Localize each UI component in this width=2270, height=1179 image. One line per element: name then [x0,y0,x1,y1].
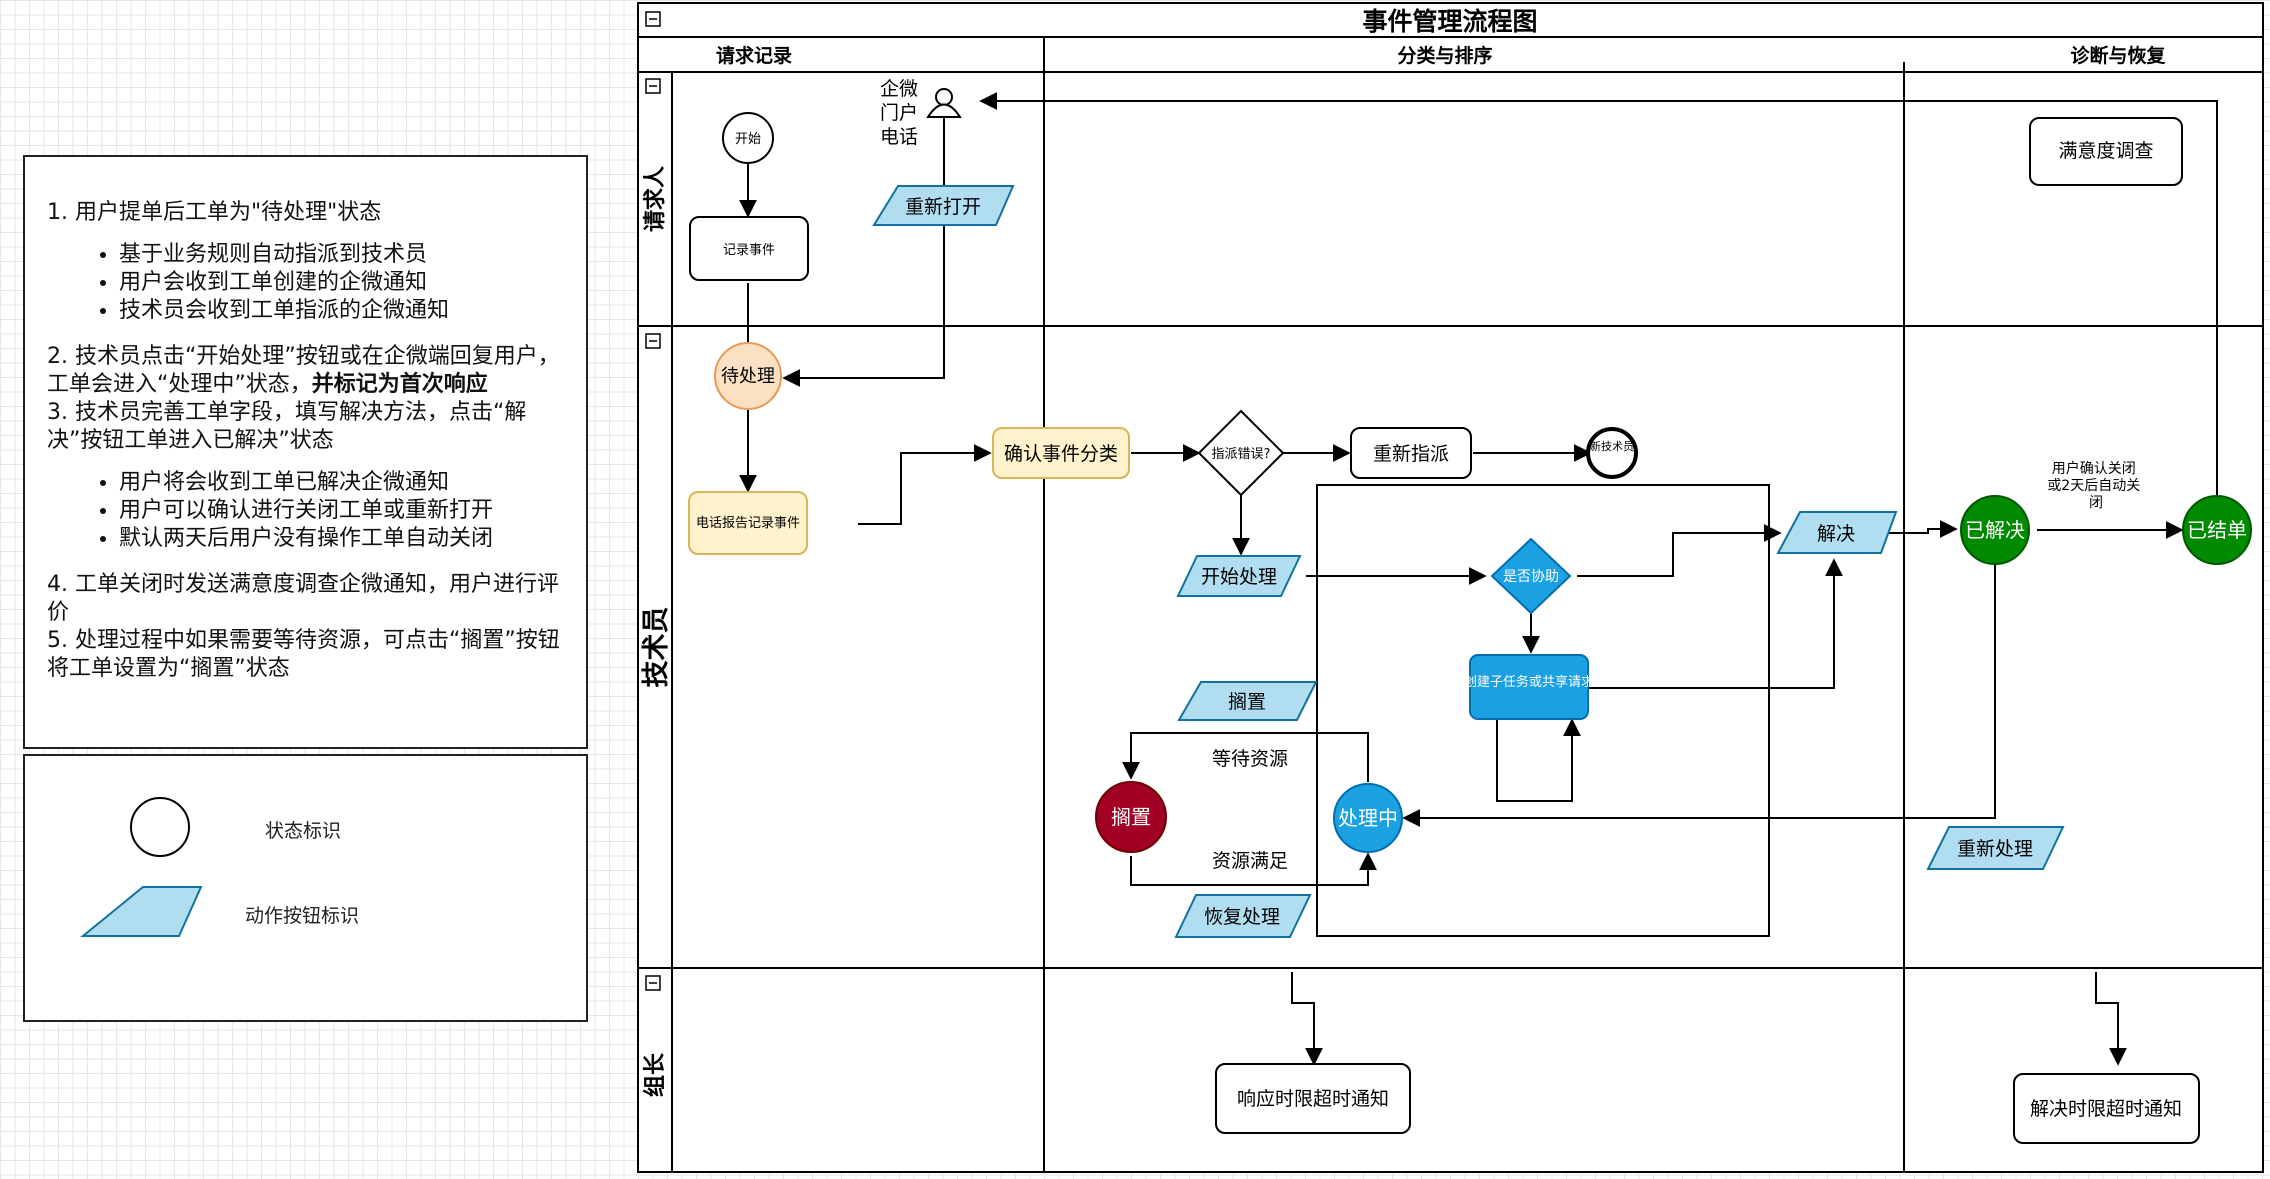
legend-action-symbol [80,886,203,937]
diagram-title: 事件管理流程图 [1362,7,1537,36]
record-event-label: 记录事件 [723,243,775,258]
lane-label: 请求人 [642,166,668,232]
legend-graphics [80,797,203,937]
pending-label: 待处理 [721,366,775,387]
wait-resource-label: 等待资源 [1212,748,1288,770]
phone-report-label: 电话报告记录事件 [696,516,800,531]
response-timeout-label: 响应时限超时通知 [1237,1088,1389,1110]
satisfaction-survey-box [2029,117,2183,186]
note-item-2: 2. 技术员点击“开始处理”按钮或在企微端回复用户，工单会进入“处理中”状态，并… [47,343,566,399]
resolve-timeout-label: 解决时限超时通知 [2030,1098,2182,1120]
reprocess-label: 重新处理 [1957,838,2033,860]
pool-frame [637,2,2264,1173]
response-timeout-box [1215,1063,1411,1134]
reopen-label: 重新打开 [905,196,981,218]
channel-label: 企微 [880,78,918,100]
note-item-3: 3. 技术员完善工单字段，填写解决方法，点击“解决”按钮工单进入已解决”状态 [47,400,527,453]
channel-label: 电话 [880,126,918,148]
in-progress-label: 处理中 [1338,806,1398,830]
assign-error-decision [1197,409,1285,497]
user-confirm-label: 用户确认关闭 或2天后自动关 闭 [2047,460,2144,511]
resume-label: 恢复处理 [1204,906,1280,928]
confirm-category-box [992,427,1130,479]
phase-header: 分类与排序 [1397,44,1492,67]
need-assist-label: 是否协助 [1503,569,1559,585]
pending-state [714,342,782,410]
collapse-icon[interactable] [645,975,661,991]
in-progress-state [1333,783,1403,853]
note-item-4: 4. 工单关闭时发送满意度调查企微通知，用户进行评价 [47,572,559,625]
channel-label: 门户 [880,102,918,124]
phase-header: 诊断与恢复 [2070,44,2166,67]
phase-header: 请求记录 [716,44,792,67]
resource-ready-label: 资源满足 [1212,850,1288,872]
note-bullet: 默认两天后用户没有操作工单自动关闭 [119,525,566,553]
notes-panel: 1. 用户提单后工单为"待处理"状态 基于业务规则自动指派到技术员 用户会收到工… [23,155,588,749]
note-bullet: 用户会收到工单创建的企微通知 [119,269,566,297]
confirm-category-label: 确认事件分类 [1004,443,1118,465]
phone-report-box [688,491,808,555]
user-icon [926,88,962,118]
collapse-icon[interactable] [645,78,661,94]
resolve-button[interactable] [1776,511,1898,554]
processing-region [1316,484,1770,937]
record-event-box [689,216,809,281]
resume-button[interactable] [1174,894,1312,938]
lane-label: 组长 [642,1052,668,1097]
note-bullet: 基于业务规则自动指派到技术员 [119,241,566,269]
need-assist-decision [1490,537,1572,615]
legend-state-label: 状态标识 [265,820,342,842]
note-item-1-bullets: 基于业务规则自动指派到技术员 用户会收到工单创建的企微通知 技术员会收到工单指派… [47,241,566,325]
lane-label: 技术员 [641,607,672,688]
satisfaction-survey-label: 满意度调查 [2058,140,2153,162]
assign-error-label: 指派错误? [1212,447,1271,462]
closed-label: 已结单 [2187,518,2247,542]
suspended-label: 搁置 [1111,805,1151,829]
suspended-state [1095,781,1167,853]
new-tech-label: 新技术员 [1590,439,1634,453]
resolved-label: 已解决 [1965,518,2025,542]
note-bullet: 技术员会收到工单指派的企微通知 [119,297,566,325]
start-processing-button[interactable] [1176,555,1302,597]
suspend-button-label: 搁置 [1228,691,1266,713]
note-item-1: 1. 用户提单后工单为"待处理"状态 [47,200,382,225]
new-tech-state [1586,427,1638,479]
resolve-label: 解决 [1817,523,1855,545]
reassign-box [1350,427,1472,479]
start-processing-label: 开始处理 [1201,566,1277,588]
resolved-state [1960,495,2030,565]
resolve-timeout-box [2013,1073,2200,1144]
note-item-5: 5. 处理过程中如果需要等待资源，可点击“搁置”按钮将工单设置为“搁置”状态 [47,628,560,681]
note-item-2-bold: 并标记为首次响应 [311,372,488,397]
suspend-button[interactable] [1177,681,1318,721]
reassign-label: 重新指派 [1373,443,1449,465]
closed-state [2182,495,2252,565]
legend-panel: 状态标识 动作按钮标识 [23,754,588,1022]
collapse-icon[interactable] [645,333,661,349]
legend-state-symbol [130,797,190,857]
start-event [722,112,774,164]
collapse-icon[interactable] [645,11,661,27]
reprocess-button[interactable] [1926,826,2065,870]
create-subtask-label: 创建子任务或共享请求 [1464,674,1594,690]
reopen-button[interactable] [872,185,1015,226]
create-subtask-box [1469,654,1589,720]
note-bullet: 用户可以确认进行关闭工单或重新打开 [119,497,566,525]
note-item-3-bullets: 用户将会收到工单已解决企微通知 用户可以确认进行关闭工单或重新打开 默认两天后用… [47,469,566,553]
note-item-2-text: 2. 技术员点击“开始处理”按钮或在企微端回复用户，工单会进入“处理中”状态， [47,344,560,397]
start-label: 开始 [735,132,761,147]
legend-action-label: 动作按钮标识 [245,905,360,927]
note-bullet: 用户将会收到工单已解决企微通知 [119,469,566,497]
